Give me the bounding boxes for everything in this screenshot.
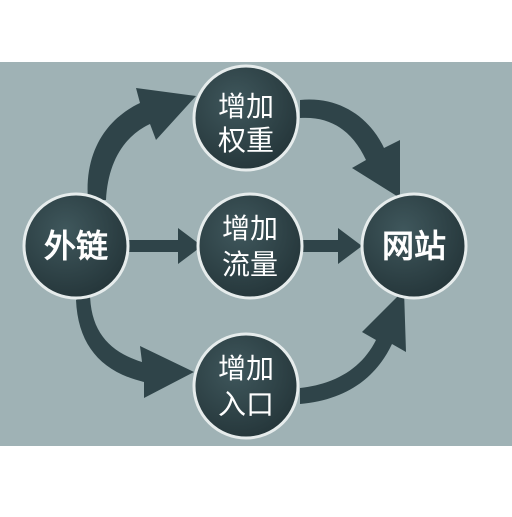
node-traffic-line2: 流量 bbox=[222, 248, 278, 281]
arrow-source-to-entry bbox=[76, 292, 194, 398]
node-traffic-circle bbox=[196, 192, 304, 300]
node-target-label: 网站 bbox=[382, 227, 446, 265]
arrow-weight-to-target bbox=[300, 99, 400, 198]
arrow-traffic-to-target bbox=[298, 228, 362, 264]
node-entry-circle bbox=[192, 332, 300, 440]
node-weight-circle bbox=[192, 64, 300, 172]
node-weight: 增加 权重 bbox=[192, 64, 300, 172]
node-source-circle bbox=[22, 192, 130, 300]
arrow-source-to-weight bbox=[87, 88, 196, 200]
node-traffic: 增加 流量 bbox=[196, 192, 304, 300]
node-traffic-line1: 增加 bbox=[222, 212, 278, 245]
node-target: 网站 bbox=[360, 192, 468, 300]
node-entry: 增加 入口 bbox=[192, 332, 300, 440]
node-entry-line2: 入口 bbox=[218, 388, 274, 421]
node-target-circle bbox=[360, 192, 468, 300]
node-weight-line1: 增加 bbox=[218, 90, 274, 123]
node-source-label: 外链 bbox=[44, 227, 108, 265]
node-entry-line1: 增加 bbox=[218, 352, 274, 385]
node-weight-line2: 权重 bbox=[218, 124, 274, 157]
arrow-entry-to-target bbox=[300, 290, 406, 404]
arrow-source-to-traffic bbox=[128, 228, 202, 264]
node-source: 外链 bbox=[22, 192, 130, 300]
